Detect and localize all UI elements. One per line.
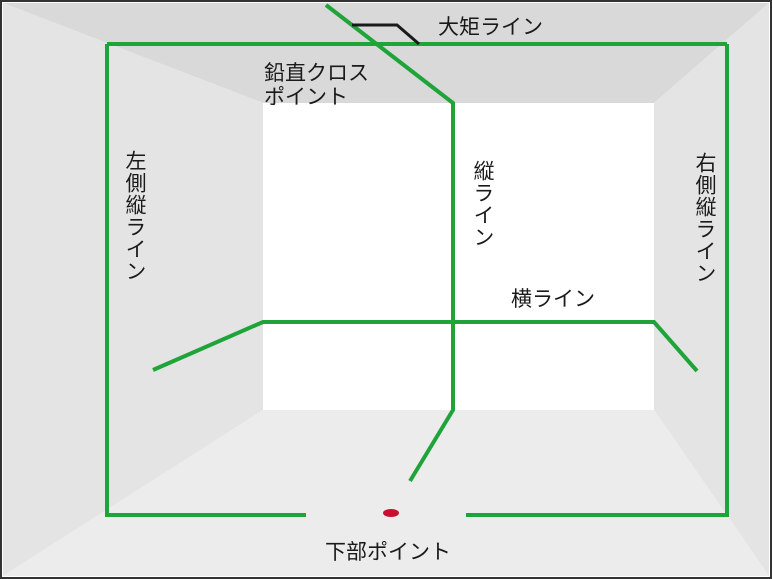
left-wall	[3, 3, 263, 576]
label-horizontal-line: 横ライン	[511, 287, 595, 311]
label-bottom-point: 下部ポイント	[325, 540, 451, 564]
laser-line-center-vertical	[324, 3, 455, 483]
laser-line-horizontal	[152, 320, 699, 373]
label-top-angle-line: 大矩ライン	[438, 15, 543, 39]
laser-line-right-vertical	[466, 44, 729, 517]
laser-point-bottom	[383, 509, 399, 517]
label-center-vertical-line: 縦ライン	[471, 160, 495, 248]
floor	[3, 410, 769, 576]
label-right-vertical-line: 右側縦ライン	[693, 152, 717, 284]
laser-line-left-vertical	[105, 44, 306, 517]
right-wall	[654, 3, 769, 576]
label-plumb-cross-point: 鉛直クロス ポイント	[264, 61, 369, 110]
label-left-vertical-line: 左側縦ライン	[123, 150, 147, 282]
leader-line	[352, 23, 420, 46]
back-wall	[263, 103, 654, 410]
